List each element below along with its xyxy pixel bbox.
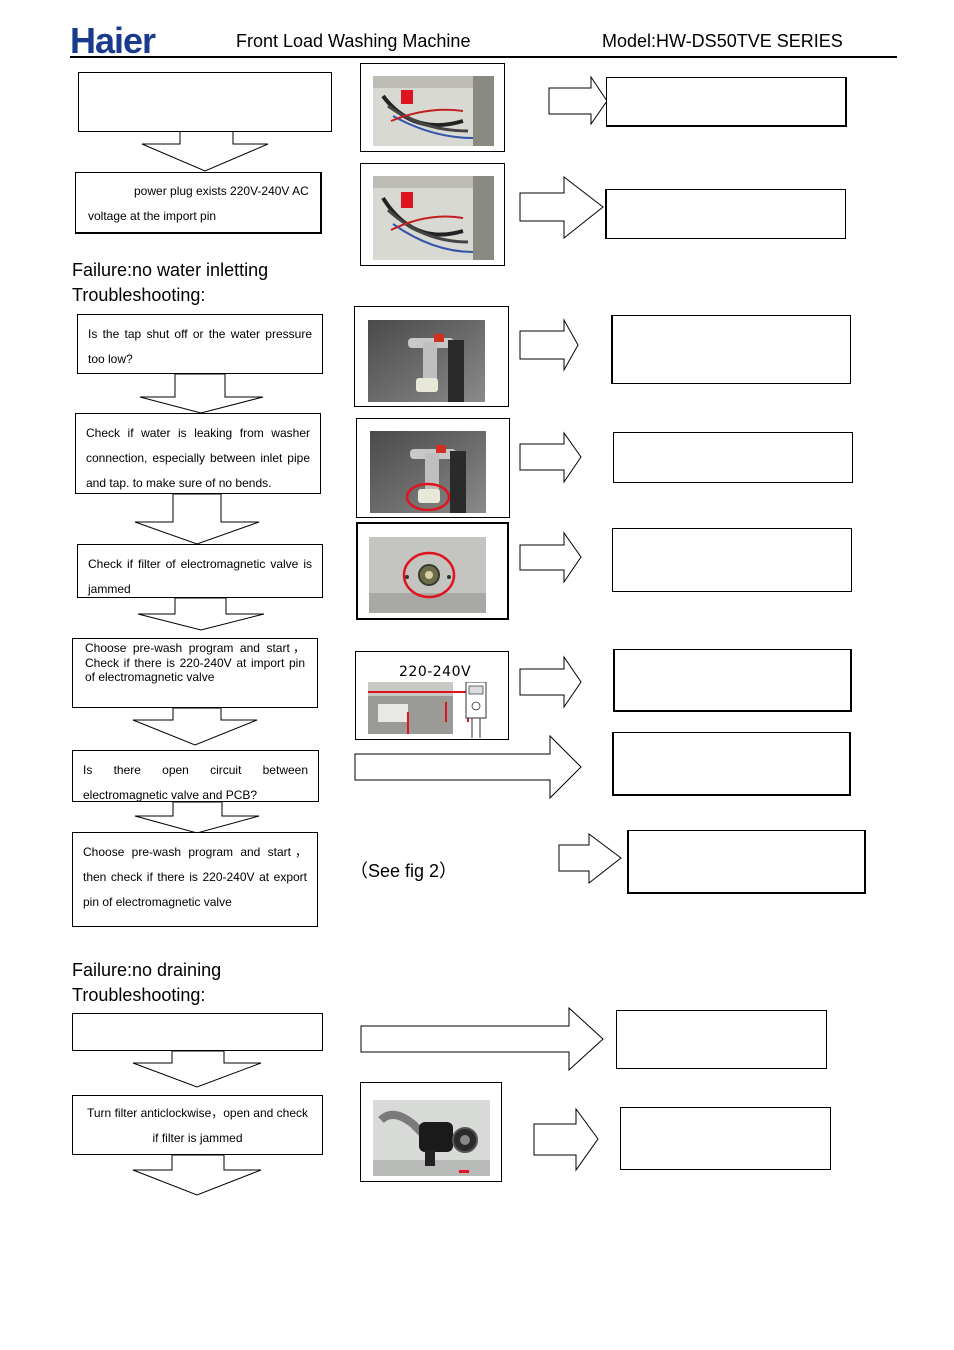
water-troubleshooting-heading: Troubleshooting: — [72, 285, 206, 305]
water-result-6 — [627, 830, 866, 894]
photo-filter-image — [369, 537, 486, 613]
doc-title: Front Load Washing Machine — [236, 31, 471, 51]
power-result-2 — [605, 189, 846, 239]
right-arrow — [354, 734, 582, 800]
tap-photo-2 — [356, 418, 510, 518]
down-arrow — [134, 493, 260, 545]
water-result-2 — [613, 432, 853, 483]
right-arrow — [548, 75, 608, 126]
drain-step-2-text: Turn filter anticlockwise，open and check… — [87, 1106, 308, 1145]
right-arrow — [519, 318, 579, 372]
down-arrow — [137, 597, 265, 631]
water-result-1 — [611, 315, 851, 384]
header-rule — [70, 56, 897, 58]
right-arrow — [519, 431, 582, 484]
water-step-2-box: Check if water is leaking from washer co… — [75, 413, 321, 494]
right-arrow — [519, 655, 582, 709]
brand-logo: Haier — [70, 20, 156, 61]
down-arrow — [132, 1050, 262, 1088]
right-arrow — [519, 175, 604, 240]
drain-step-1-box — [72, 1013, 323, 1051]
drain-troubleshooting-heading: Troubleshooting: — [72, 985, 206, 1005]
voltage-test-photo: 220-240V — [355, 651, 509, 740]
water-failure-heading: Failure:no water inletting — [72, 260, 269, 280]
water-result-5 — [612, 732, 851, 796]
photo-wiring-image — [373, 76, 494, 146]
model-number: Model:HW-DS50TVE SERIES — [602, 31, 843, 51]
right-arrow — [533, 1107, 599, 1172]
power-photo-2 — [360, 163, 505, 266]
drain-result-2 — [620, 1107, 831, 1170]
water-step-6-box: Choose pre-wash program and start，then c… — [72, 832, 318, 927]
water-step-5-box: Is there open circuit between electromag… — [72, 750, 319, 802]
photo-tap-connection-image — [370, 431, 486, 513]
photo-wiring-image — [373, 176, 494, 260]
right-arrow — [558, 833, 622, 885]
power-photo-1 — [360, 63, 505, 152]
down-arrow — [139, 373, 264, 414]
down-arrow — [134, 801, 260, 834]
drain-pump-photo — [360, 1082, 502, 1182]
water-result-3 — [612, 528, 852, 592]
power-result-1 — [606, 77, 847, 127]
voltage-label: 220-240V — [399, 664, 472, 680]
power-step-1-box — [78, 72, 332, 132]
power-step-2-line2: voltage at the import pin — [88, 209, 217, 223]
fig-reference: （See fig 2） — [350, 861, 458, 881]
right-arrow — [360, 1006, 604, 1072]
water-step-1-box: Is the tap shut off or the water pressur… — [77, 314, 323, 374]
drain-step-2-box: Turn filter anticlockwise，open and check… — [72, 1095, 323, 1155]
tap-photo-1 — [354, 306, 509, 407]
drain-failure-heading: Failure:no draining — [72, 960, 222, 980]
power-step-2-box: power plug exists 220V-240V AC voltage a… — [75, 172, 322, 234]
valve-filter-photo — [356, 522, 509, 620]
down-arrow — [132, 1154, 262, 1196]
right-arrow — [519, 531, 582, 584]
power-step-2-line1: power plug exists 220V-240V AC — [134, 184, 309, 198]
photo-tap-image — [368, 320, 485, 402]
drain-result-1 — [616, 1010, 827, 1069]
down-arrow — [132, 707, 258, 746]
photo-voltage-test-image — [368, 682, 487, 738]
down-arrow — [141, 130, 269, 172]
photo-drain-pump-image — [373, 1100, 490, 1176]
water-step-4-box: Choose pre-wash program and start，Check … — [72, 638, 318, 708]
water-step-3-box: Check if filter of electromagnetic valve… — [77, 544, 323, 598]
water-result-4 — [613, 649, 852, 712]
